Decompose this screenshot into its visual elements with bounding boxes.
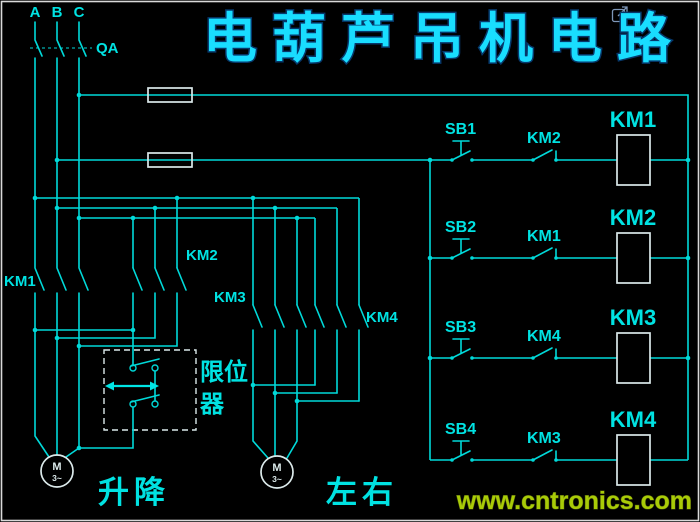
limit-switch-box xyxy=(79,349,197,449)
control-rung-2: SB2 KM1 KM2 xyxy=(430,205,688,284)
motor-circle xyxy=(260,455,294,489)
limit-contacts xyxy=(79,358,160,449)
interlock-contact xyxy=(531,149,558,162)
coil-label: KM1 xyxy=(610,107,656,132)
coil-label: KM4 xyxy=(610,407,657,432)
push-button xyxy=(450,140,474,162)
share-icon xyxy=(611,6,628,23)
motor-label: M xyxy=(272,462,281,474)
control-rung-3: SB3 KM4 KM3 xyxy=(430,305,688,384)
coil xyxy=(616,232,651,284)
interlock-contact xyxy=(531,347,558,360)
limit-box-outline xyxy=(103,349,197,431)
coil xyxy=(616,134,651,186)
qa-switch-and-phase-lines xyxy=(30,21,92,458)
junction-dots xyxy=(32,92,691,451)
interlock-label: KM3 xyxy=(527,430,561,447)
fuse-2 xyxy=(147,152,193,168)
km4-label: KM4 xyxy=(366,309,398,326)
feeder-branches xyxy=(35,197,360,305)
supply-buses xyxy=(57,94,689,460)
km3-label: KM3 xyxy=(214,289,246,306)
km4-contacts xyxy=(314,304,369,402)
caption-traverse: 左右 xyxy=(326,475,398,510)
button-label: SB3 xyxy=(445,319,476,336)
button-label: SB1 xyxy=(445,121,476,138)
motor-hoist: M 3~ xyxy=(40,454,74,488)
km3-contacts xyxy=(252,304,360,459)
push-button xyxy=(450,440,474,462)
push-button xyxy=(450,238,474,260)
control-rung-1: SB1 KM2 KM1 xyxy=(430,107,688,186)
qa-switch-label: QA xyxy=(96,40,119,57)
interlock-contact xyxy=(531,449,558,462)
motor-traverse: M 3~ xyxy=(260,455,294,489)
motor-phase-label: 3~ xyxy=(272,474,282,484)
button-label: SB4 xyxy=(445,421,476,438)
page-title: 电葫芦吊机电路 xyxy=(203,9,686,69)
limit-label-line1: 限位 xyxy=(200,358,248,386)
coil xyxy=(616,332,651,384)
limit-label-line2: 器 xyxy=(199,391,225,418)
km2-label: KM2 xyxy=(186,247,218,264)
coil xyxy=(616,434,651,486)
coil-label: KM3 xyxy=(610,305,656,330)
phase-b-label: B xyxy=(52,4,63,21)
motor-phase-label: 3~ xyxy=(52,473,62,483)
button-label: SB2 xyxy=(445,219,476,236)
interlock-label: KM1 xyxy=(527,228,561,245)
fuse-1 xyxy=(147,87,193,103)
motor-circle xyxy=(40,454,74,488)
direction-arrow xyxy=(105,381,159,391)
phase-c-label: C xyxy=(74,4,85,21)
watermark: www.cntronics.com xyxy=(456,487,692,515)
caption-hoist: 升降 xyxy=(98,475,170,510)
coil-label: KM2 xyxy=(610,205,656,230)
km1-label: KM1 xyxy=(4,273,36,290)
push-button xyxy=(450,338,474,360)
phase-a-label: A xyxy=(30,4,41,21)
control-rung-4: SB4 KM3 KM4 xyxy=(430,407,688,486)
interlock-contact xyxy=(531,247,558,260)
interlock-label: KM4 xyxy=(527,328,561,345)
interlock-label: KM2 xyxy=(527,130,561,147)
motor-label: M xyxy=(52,461,61,473)
km2-contacts xyxy=(34,267,187,366)
